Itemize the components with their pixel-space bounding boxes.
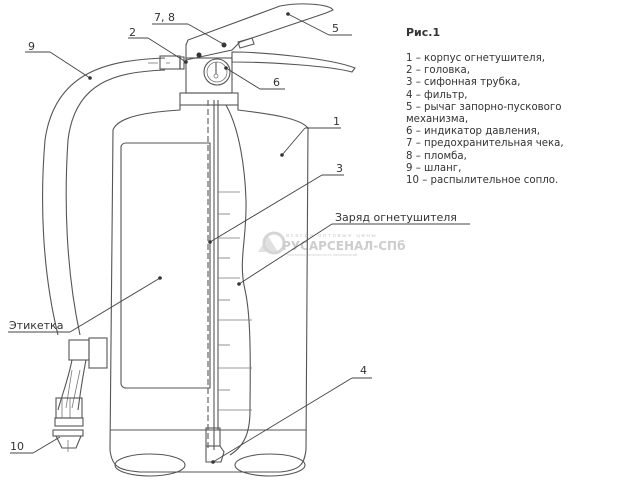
leaders — [8, 12, 470, 464]
watermark-logo: РУСАРСЕНАЛ-СПб — [282, 239, 405, 253]
legend-item: 7 – предохранительная чека, — [406, 138, 564, 150]
figure-title: Рис.1 — [406, 26, 441, 39]
callout-charge: Заряд огнетушителя — [335, 211, 457, 224]
callout-6: 6 — [273, 76, 280, 89]
callout-3: 3 — [336, 162, 343, 175]
pressure-gauge-icon — [203, 58, 231, 86]
watermark-triangle-icon — [258, 236, 278, 252]
legend-item: 3 – сифонная трубка, — [406, 77, 521, 89]
legend-item: 6 – индикатор давления, — [406, 126, 540, 138]
watermark-subline: пожарная безопасность предприятий — [287, 253, 357, 257]
legend-item: 1 – корпус огнетушителя, — [406, 53, 545, 64]
callout-2: 2 — [129, 26, 136, 39]
callout-4: 4 — [360, 364, 367, 377]
legend-item: 8 – пломба, — [406, 150, 467, 162]
callout-5: 5 — [332, 22, 339, 35]
callout-label: Этикетка — [9, 319, 63, 332]
watermark: всегда оптовые цены РУСАРСЕНАЛ-СПб пожар… — [258, 231, 405, 257]
figure-legend: Рис.1 1 – корпус огнетушителя,2 – головк… — [406, 26, 564, 187]
callout-7-8: 7, 8 — [154, 11, 175, 24]
siphon-tube — [207, 100, 252, 456]
legend-item: механизма, — [406, 114, 469, 126]
callout-10: 10 — [10, 440, 24, 453]
hose — [42, 55, 185, 411]
callout-9: 9 — [28, 40, 35, 53]
legend-item: 2 – головка, — [406, 65, 471, 77]
filter — [205, 427, 225, 463]
extinguisher-body — [109, 92, 309, 477]
valve-head — [185, 3, 356, 94]
legend-item: 4 – фильтр, — [406, 89, 468, 101]
legend-item: 10 – распылительное сопло. — [406, 175, 559, 187]
callout-1: 1 — [333, 115, 340, 128]
watermark-circle-icon — [262, 231, 286, 255]
legend-item: 5 – рычаг запорно-пускового — [406, 101, 562, 113]
legend-item: 9 – шланг, — [406, 162, 462, 174]
nozzle — [52, 397, 84, 452]
legend-list: 1 – корпус огнетушителя,2 – головка,3 – … — [406, 53, 564, 187]
watermark-tagline: всегда оптовые цены — [286, 233, 377, 239]
